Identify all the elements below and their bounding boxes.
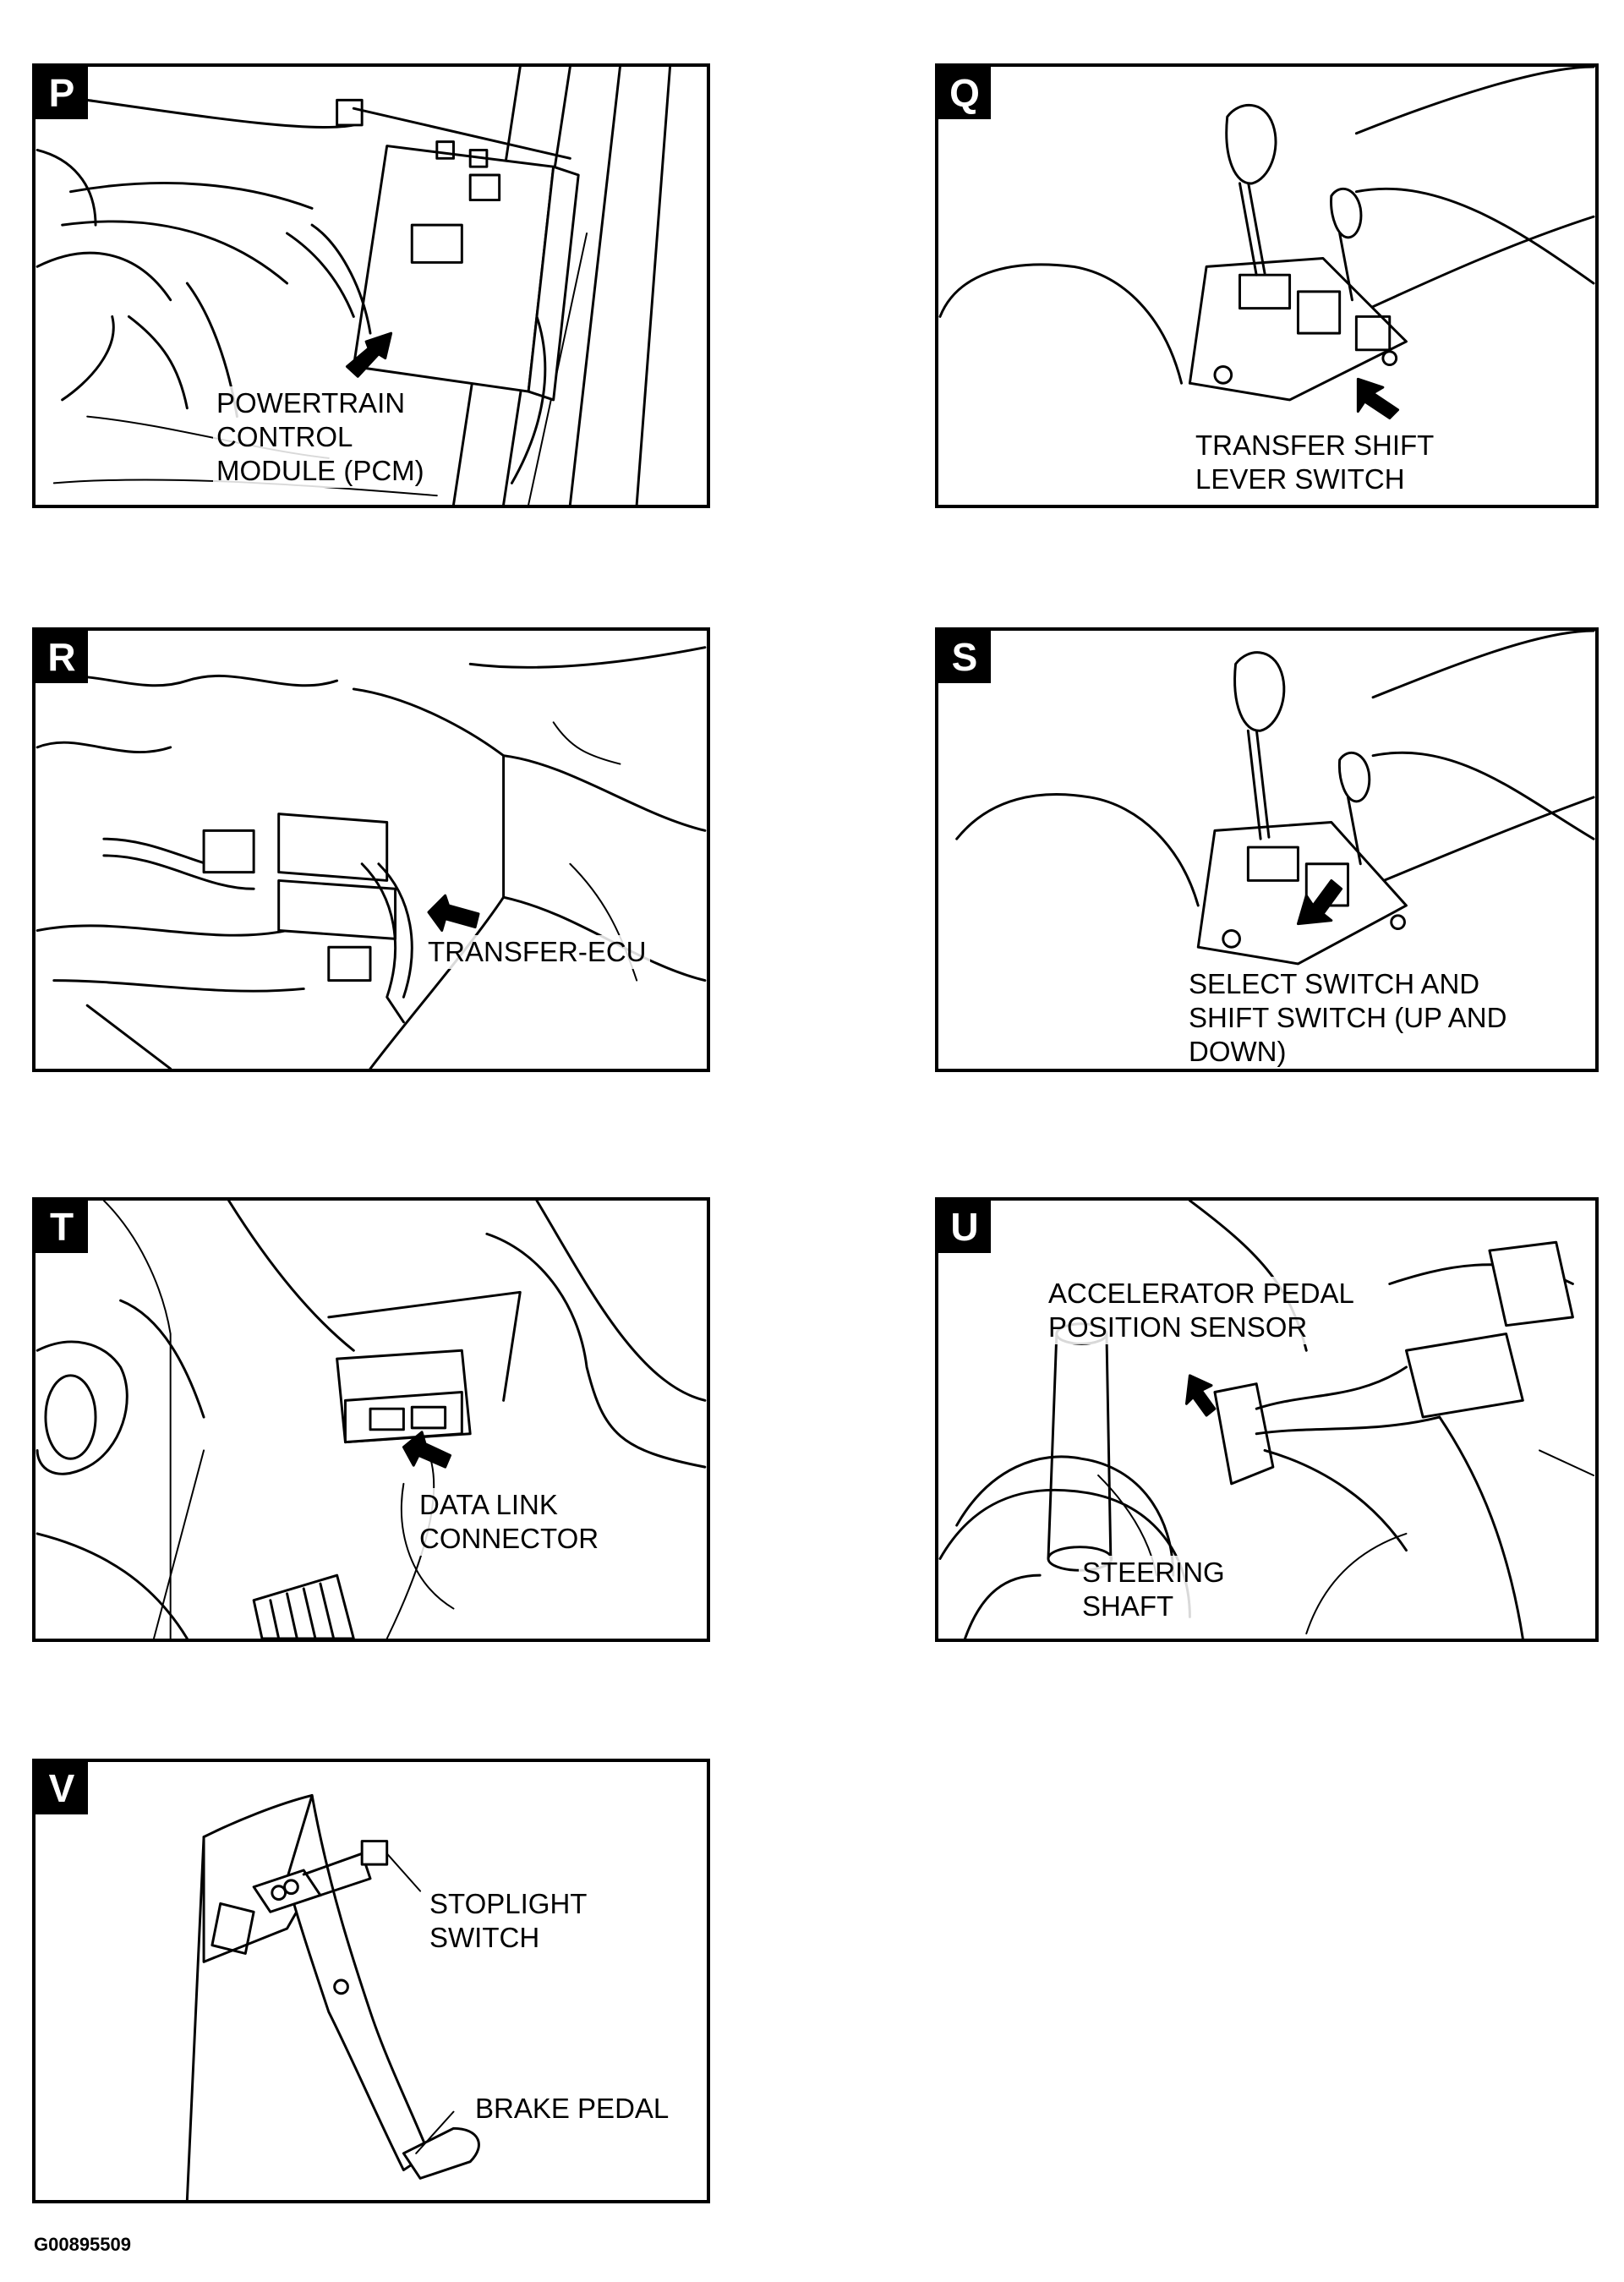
data-link-connector-label: DATA LINK CONNECTOR [416,1488,603,1556]
panel-letter: U [938,1201,991,1253]
accelerator-pedal-sensor-illustration [938,1201,1595,1639]
panel-s: S SELECT SWITCH AND SHIFT SWITCH (UP AND… [935,627,1599,1072]
panel-t: T DATA LINK CONNECTOR [32,1197,710,1642]
transfer-ecu-illustration [36,646,707,1069]
panel-letter: Q [938,67,991,119]
pcm-label: POWERTRAIN CONTROL MODULE (PCM) [213,386,428,488]
panel-r: R TRANSFER-ECU [32,627,710,1072]
data-link-connector-illustration [36,1201,707,1639]
panel-letter: V [36,1762,88,1814]
select-shift-switch-illustration [955,631,1595,966]
accelerator-pedal-position-sensor-label: ACCELERATOR PEDAL POSITION SENSOR [1045,1277,1358,1344]
panel-v: V STOPLIGHT SWITCH BRAKE PEDAL [32,1759,710,2203]
steering-shaft-label: STEERING SHAFT [1079,1556,1228,1623]
figure-id: G00895509 [34,2234,131,2255]
panel-q: Q TRANSFER SHIFT LEVER SWITCH [935,63,1599,508]
transfer-shift-lever-switch-label: TRANSFER SHIFT LEVER SWITCH [1192,429,1438,496]
brake-pedal-label: BRAKE PEDAL [472,2092,673,2126]
panel-letter: R [36,631,88,683]
transfer-shift-illustration [938,67,1595,420]
stoplight-switch-illustration [185,1793,480,2200]
panel-u: U ACCELERATOR PEDAL POSITION SENSOR STEE… [935,1197,1599,1642]
pcm-illustration [36,67,672,505]
select-shift-switch-label: SELECT SWITCH AND SHIFT SWITCH (UP AND D… [1185,967,1511,1069]
panel-letter: S [938,631,991,683]
stoplight-switch-label: STOPLIGHT SWITCH [426,1887,591,1955]
panel-p: P POWERTRAIN CONTROL MODULE (PCM) [32,63,710,508]
panel-letter: T [36,1201,88,1253]
transfer-ecu-label: TRANSFER-ECU [424,935,650,969]
panel-letter: P [36,67,88,119]
